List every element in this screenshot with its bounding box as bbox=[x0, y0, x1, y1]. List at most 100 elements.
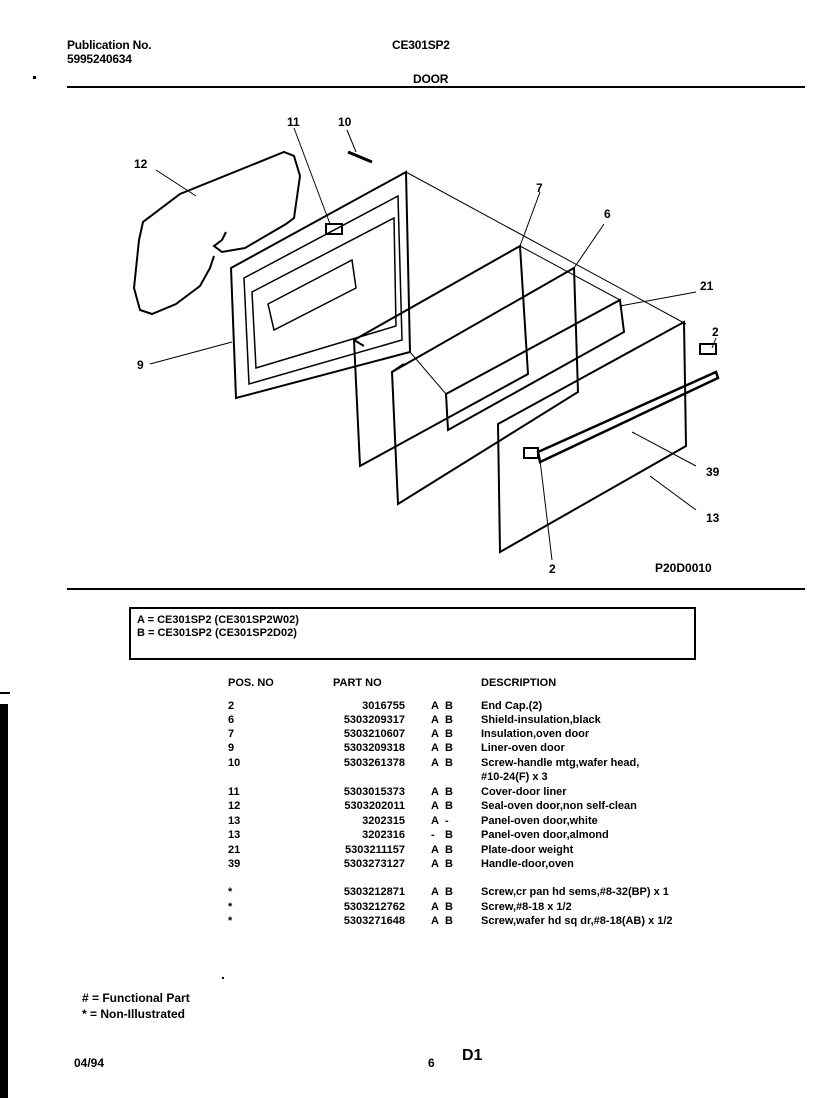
model-b-cell: B bbox=[445, 728, 453, 740]
model-b-cell: B bbox=[445, 886, 453, 898]
pos-cell: 2 bbox=[228, 700, 235, 712]
description-cell: End Cap.(2) bbox=[481, 700, 543, 712]
callout-label: 2 bbox=[549, 562, 556, 576]
model-a-cell: A bbox=[431, 858, 439, 870]
model-a-cell: - bbox=[431, 829, 435, 841]
handle-screw bbox=[347, 150, 373, 164]
model-b-cell: B bbox=[445, 700, 453, 712]
description-cell: Screw,#8-18 x 1/2 bbox=[481, 901, 572, 913]
footer-section-code: D1 bbox=[462, 1047, 483, 1064]
pos-cell: * bbox=[228, 915, 233, 927]
pos-cell: * bbox=[228, 901, 233, 913]
model-a-cell: A bbox=[431, 714, 439, 726]
door-cover-window bbox=[267, 258, 357, 332]
insulation-shield bbox=[390, 266, 580, 506]
callout-label: 6 bbox=[604, 207, 611, 221]
shield-lip bbox=[391, 363, 405, 373]
speck-mark bbox=[222, 977, 224, 979]
door-weight-plate bbox=[444, 298, 626, 432]
model-b-cell: B bbox=[445, 742, 453, 754]
diagram-code: P20D0010 bbox=[655, 561, 712, 575]
model-a-cell: A bbox=[431, 786, 439, 798]
model-legend-box: A = CE301SP2 (CE301SP2W02) B = CE301SP2 … bbox=[129, 607, 696, 660]
model-a-cell: A bbox=[431, 757, 439, 769]
description-cell: Insulation,oven door bbox=[481, 728, 590, 740]
insulation-edge bbox=[353, 339, 365, 347]
part-number-cell: 5303273127 bbox=[343, 858, 405, 870]
model-a-cell: A bbox=[431, 886, 439, 898]
model-a-cell: A bbox=[431, 901, 439, 913]
legend-a: A = CE301SP2 (CE301SP2W02) bbox=[137, 614, 299, 626]
callout-label: 12 bbox=[134, 157, 148, 171]
part-number-cell: 5303209317 bbox=[343, 714, 405, 726]
footer-date: 04/94 bbox=[74, 1056, 105, 1070]
description-cell: Panel-oven door,almond bbox=[481, 829, 609, 841]
column-header-part: PART NO bbox=[333, 677, 382, 689]
seal-gasket-outline bbox=[138, 150, 302, 254]
pos-cell: 11 bbox=[228, 786, 240, 798]
model-a-cell: A bbox=[431, 800, 439, 812]
description-cell: Seal-oven door,non self-clean bbox=[481, 800, 637, 812]
functional-part-note: # = Functional Part bbox=[82, 991, 190, 1005]
model-b-cell: B bbox=[445, 829, 453, 841]
model-number: CE301SP2 bbox=[392, 38, 450, 52]
pos-cell: * bbox=[228, 886, 233, 898]
cover-door-liner bbox=[325, 223, 343, 235]
model-b-cell: B bbox=[445, 757, 453, 769]
non-illustrated-note: * = Non-Illustrated bbox=[82, 1007, 186, 1021]
part-number-cell: 5303271648 bbox=[343, 915, 405, 927]
pos-cell: 13 bbox=[228, 815, 241, 827]
callout-label: 10 bbox=[338, 115, 352, 129]
footer-page-number: 6 bbox=[428, 1056, 435, 1070]
pos-cell: 7 bbox=[228, 728, 235, 740]
pos-cell: 13 bbox=[228, 829, 241, 841]
pos-cell: 21 bbox=[228, 844, 241, 856]
speck-mark bbox=[33, 76, 36, 79]
part-number-cell: 5303015373 bbox=[343, 786, 405, 798]
model-b-cell: B bbox=[445, 915, 453, 927]
header-rule bbox=[67, 86, 805, 88]
table-row: 13 3202316 -B Panel-oven door,almond bbox=[0, 829, 832, 843]
callout-label: 13 bbox=[706, 511, 720, 525]
description-cell: Screw,cr pan hd sems,#8-32(BP) x 1 bbox=[481, 886, 669, 898]
callout-label: 39 bbox=[706, 465, 720, 479]
description-cell: Screw-handle mtg,wafer head, bbox=[481, 757, 640, 769]
description-cell: Panel-oven door,white bbox=[481, 815, 598, 827]
insulation-pad bbox=[352, 244, 530, 468]
pos-cell: 39 bbox=[228, 858, 241, 870]
pos-cell: 10 bbox=[228, 757, 241, 769]
outer-door-panel bbox=[496, 320, 688, 554]
model-a-cell: A bbox=[431, 728, 439, 740]
part-number-cell: 5303209318 bbox=[343, 742, 405, 754]
model-a-cell: A bbox=[431, 700, 439, 712]
liner-inner-frame bbox=[243, 194, 403, 385]
part-number-cell: 3202315 bbox=[362, 815, 405, 827]
part-number-cell: 5303212871 bbox=[343, 886, 405, 898]
part-number-cell: 5303261378 bbox=[343, 757, 405, 769]
seal-gasket-outline-lower bbox=[132, 239, 215, 316]
publication-label: Publication No. bbox=[67, 38, 152, 52]
diagram-rule bbox=[67, 588, 805, 590]
part-number-cell: 3202316 bbox=[362, 829, 405, 841]
end-cap-left bbox=[523, 447, 539, 459]
model-a-cell: A bbox=[431, 742, 439, 754]
column-header-description: DESCRIPTION bbox=[481, 677, 557, 689]
section-title: DOOR bbox=[413, 72, 449, 86]
pos-cell: 12 bbox=[228, 800, 241, 812]
model-b-cell: B bbox=[445, 858, 453, 870]
part-number-cell: 3016755 bbox=[362, 700, 405, 712]
model-b-cell: B bbox=[445, 800, 453, 812]
description-cell: Shield-insulation,black bbox=[481, 714, 601, 726]
model-b-cell: B bbox=[445, 786, 453, 798]
